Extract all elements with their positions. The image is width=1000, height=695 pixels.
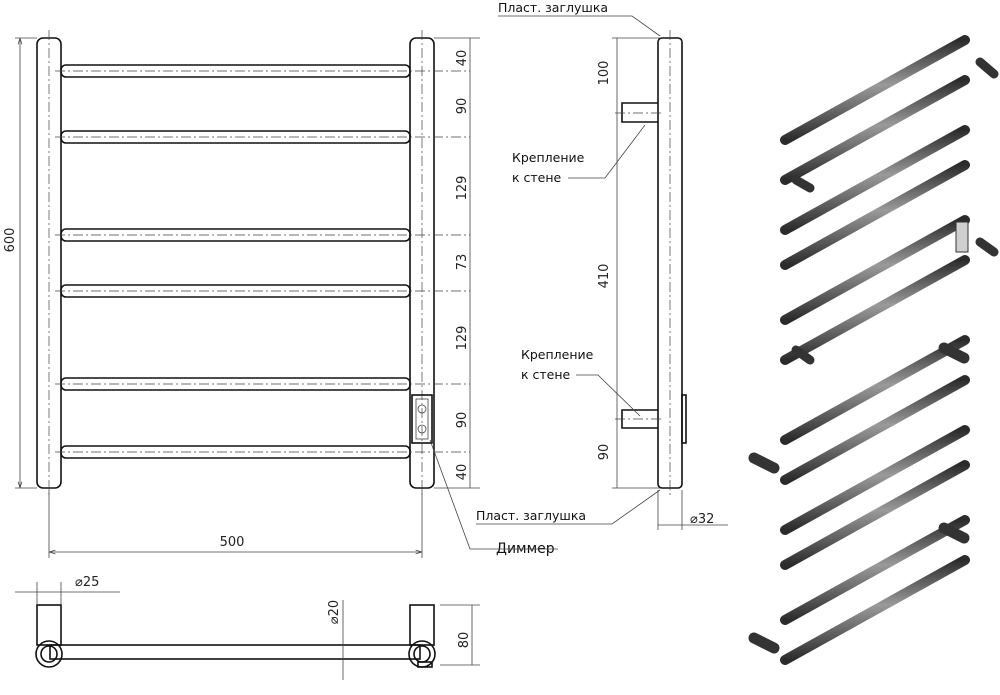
depth-80-dim: 80: [457, 632, 472, 649]
mount-top-label-2: к стене: [512, 170, 562, 185]
svg-text:129: 129: [455, 176, 470, 201]
rungs: [55, 64, 470, 459]
side-view: 100 410 90 ⌀32 Пласт. заглушка Пласт. за…: [429, 0, 728, 557]
mount-bottom-label-2: к стене: [521, 367, 571, 382]
svg-text:90: 90: [455, 98, 470, 115]
cap-top-label: Пласт. заглушка: [498, 0, 608, 15]
height-dim: 600: [3, 228, 18, 253]
depth-dim: ⌀32: [690, 512, 714, 527]
svg-text:90: 90: [597, 444, 612, 461]
svg-text:100: 100: [597, 61, 612, 86]
top-view: ⌀25 ⌀20 80: [15, 575, 480, 680]
cap-bottom-label: Пласт. заглушка: [476, 508, 586, 523]
inner-diameter-dim: ⌀20: [327, 600, 342, 624]
svg-text:410: 410: [597, 264, 612, 289]
width-dim: 500: [220, 535, 245, 550]
render-lower: [748, 313, 977, 695]
svg-text:40: 40: [455, 464, 470, 481]
svg-text:73: 73: [455, 254, 470, 271]
dimmer-box: [411, 394, 433, 444]
outer-diameter-dim: ⌀25: [75, 575, 99, 590]
svg-text:40: 40: [455, 50, 470, 67]
mount-top-label-1: Крепление: [512, 150, 585, 165]
svg-text:90: 90: [455, 412, 470, 429]
spacing-dims: 40 90 129 73 129 90 40: [434, 37, 480, 489]
svg-text:129: 129: [455, 326, 470, 351]
render-upper: [773, 13, 999, 392]
front-view: 600 500 40 90 129 73 129 90 40: [3, 30, 480, 558]
mount-bottom-label-1: Крепление: [521, 347, 594, 362]
